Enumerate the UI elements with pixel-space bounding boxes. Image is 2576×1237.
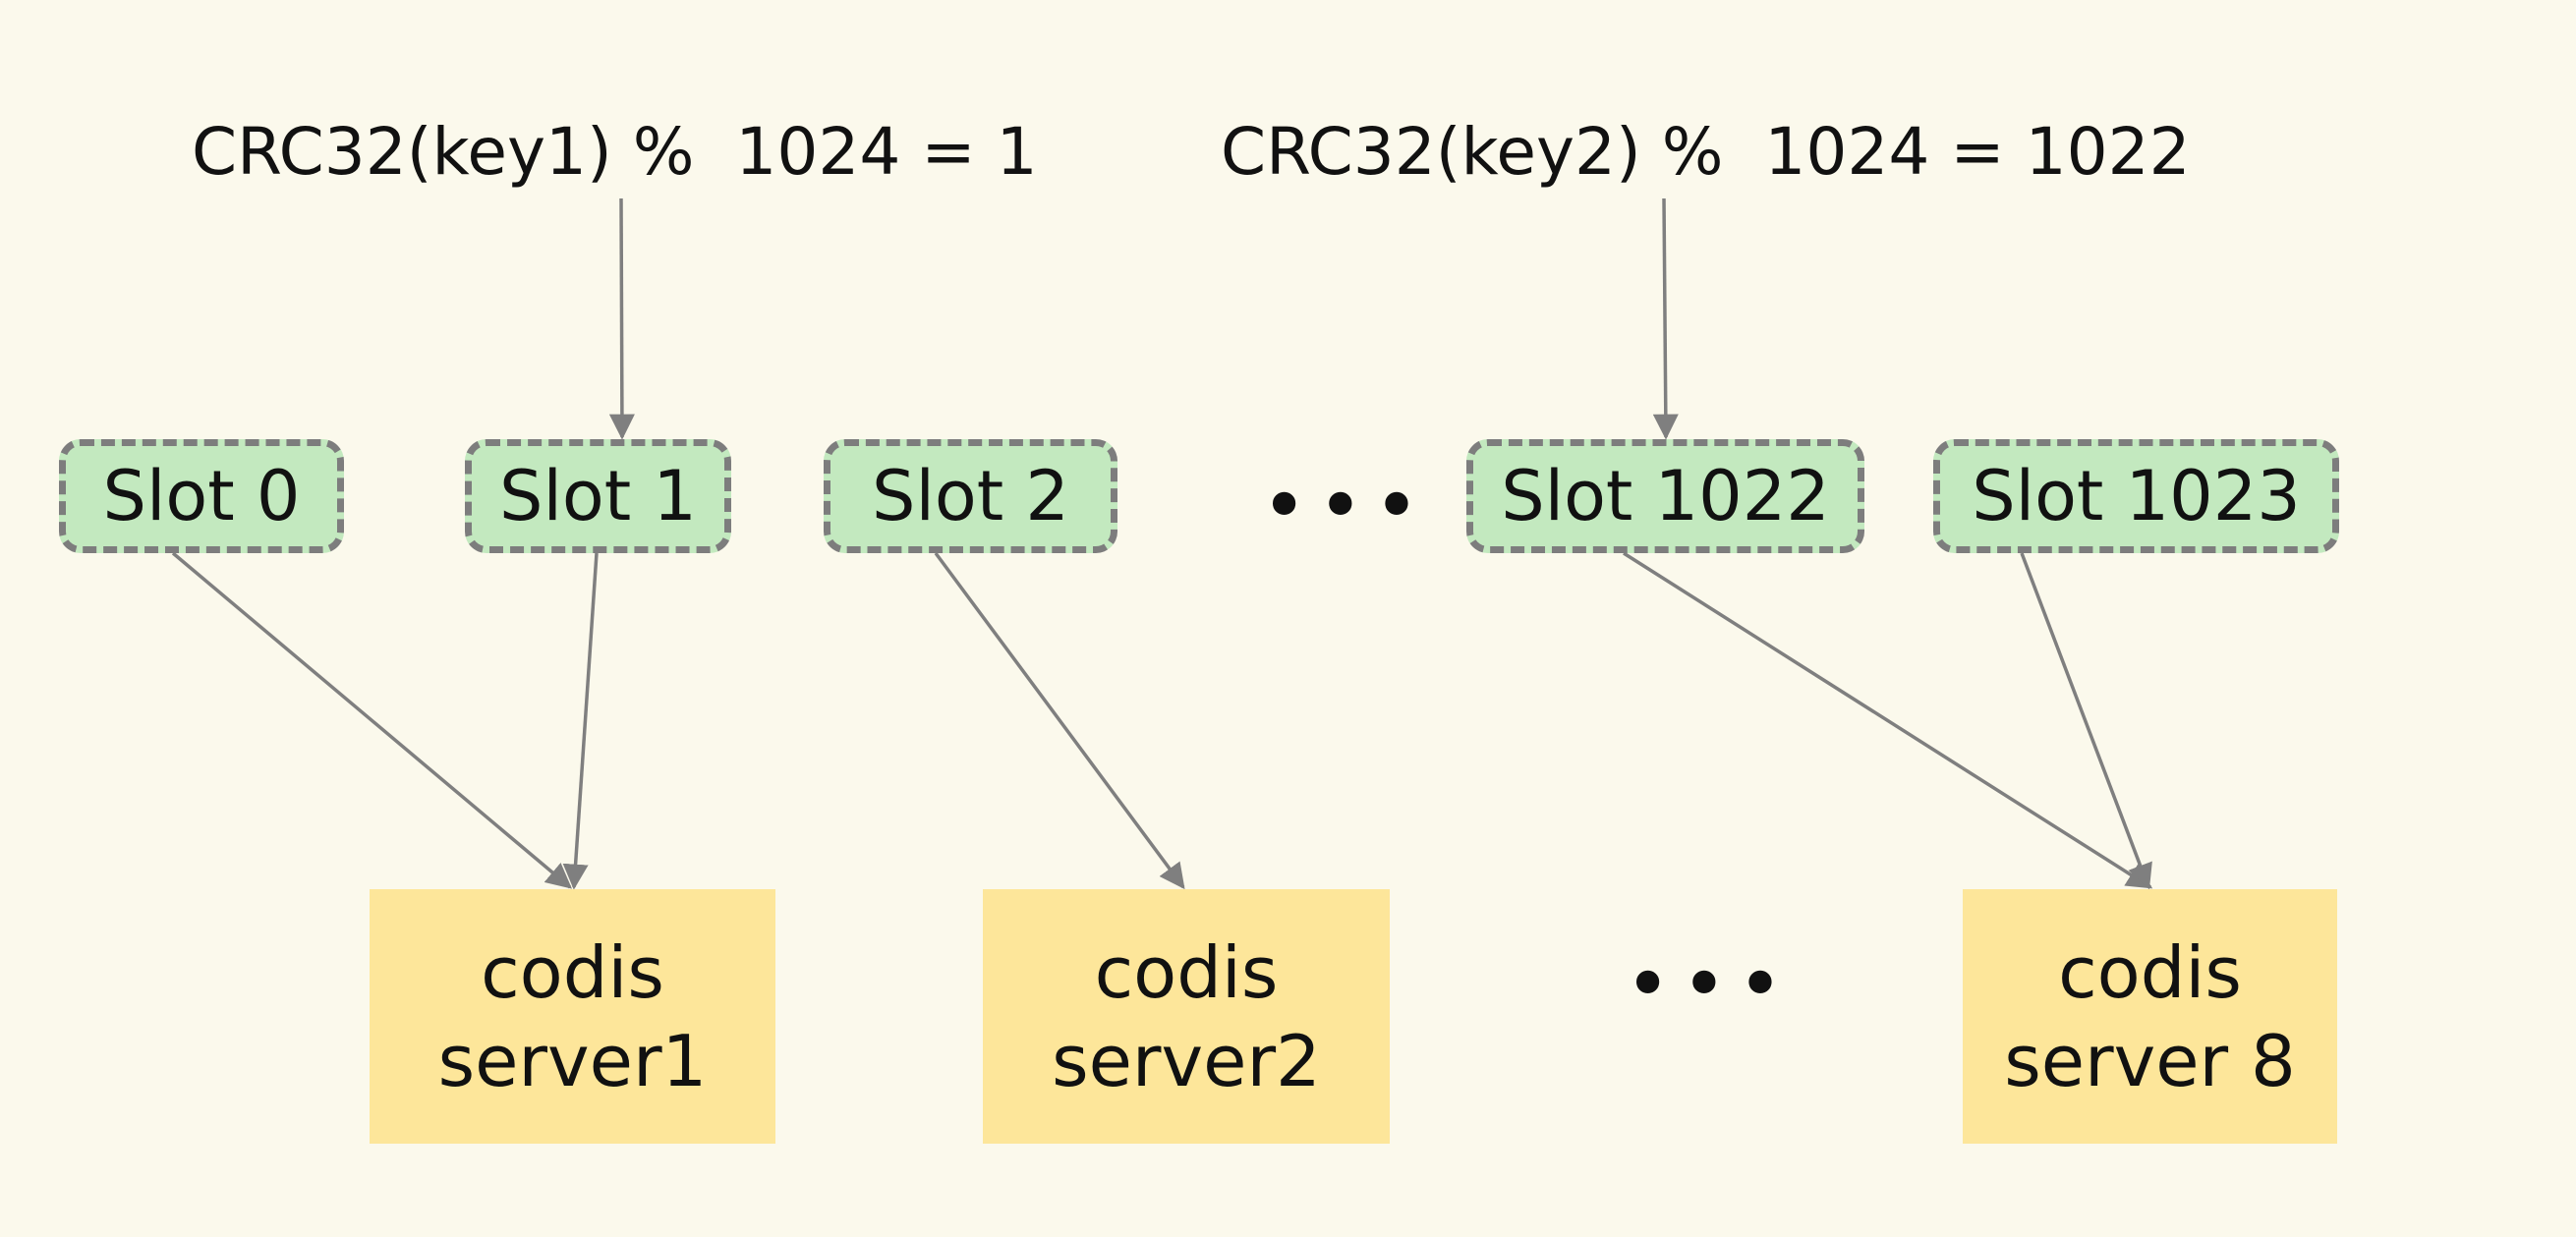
arrow-slot1-to-server1 [562,552,599,890]
slot-1022: Slot 1022 [1466,439,1864,553]
arrow-slot1023-to-server8 [2020,552,2152,890]
slot-2: Slot 2 [824,439,1117,553]
arrow-slot1022-to-server8 [1623,551,2153,889]
slot-1: Slot 1 [465,439,731,553]
slot-ellipsis: ••• [1261,460,1430,551]
arrow-slot2-to-server2 [934,551,1185,890]
codis-server-2: codis server2 [983,889,1390,1144]
codis-server-8: codis server 8 [1963,889,2337,1144]
codis-server-1: codis server1 [370,889,775,1144]
server-ellipsis: ••• [1625,938,1794,1030]
arrow-key2-to-slot1022 [1652,197,1679,440]
formula-key2: CRC32(key2) % 1024 = 1022 [1221,114,2191,190]
arrow-slot0-to-server1 [171,551,572,889]
arrow-key1-to-slot1 [608,197,635,440]
formula-key1: CRC32(key1) % 1024 = 1 [192,114,1038,190]
slot-0: Slot 0 [59,439,344,553]
slot-1023: Slot 1023 [1933,439,2339,553]
